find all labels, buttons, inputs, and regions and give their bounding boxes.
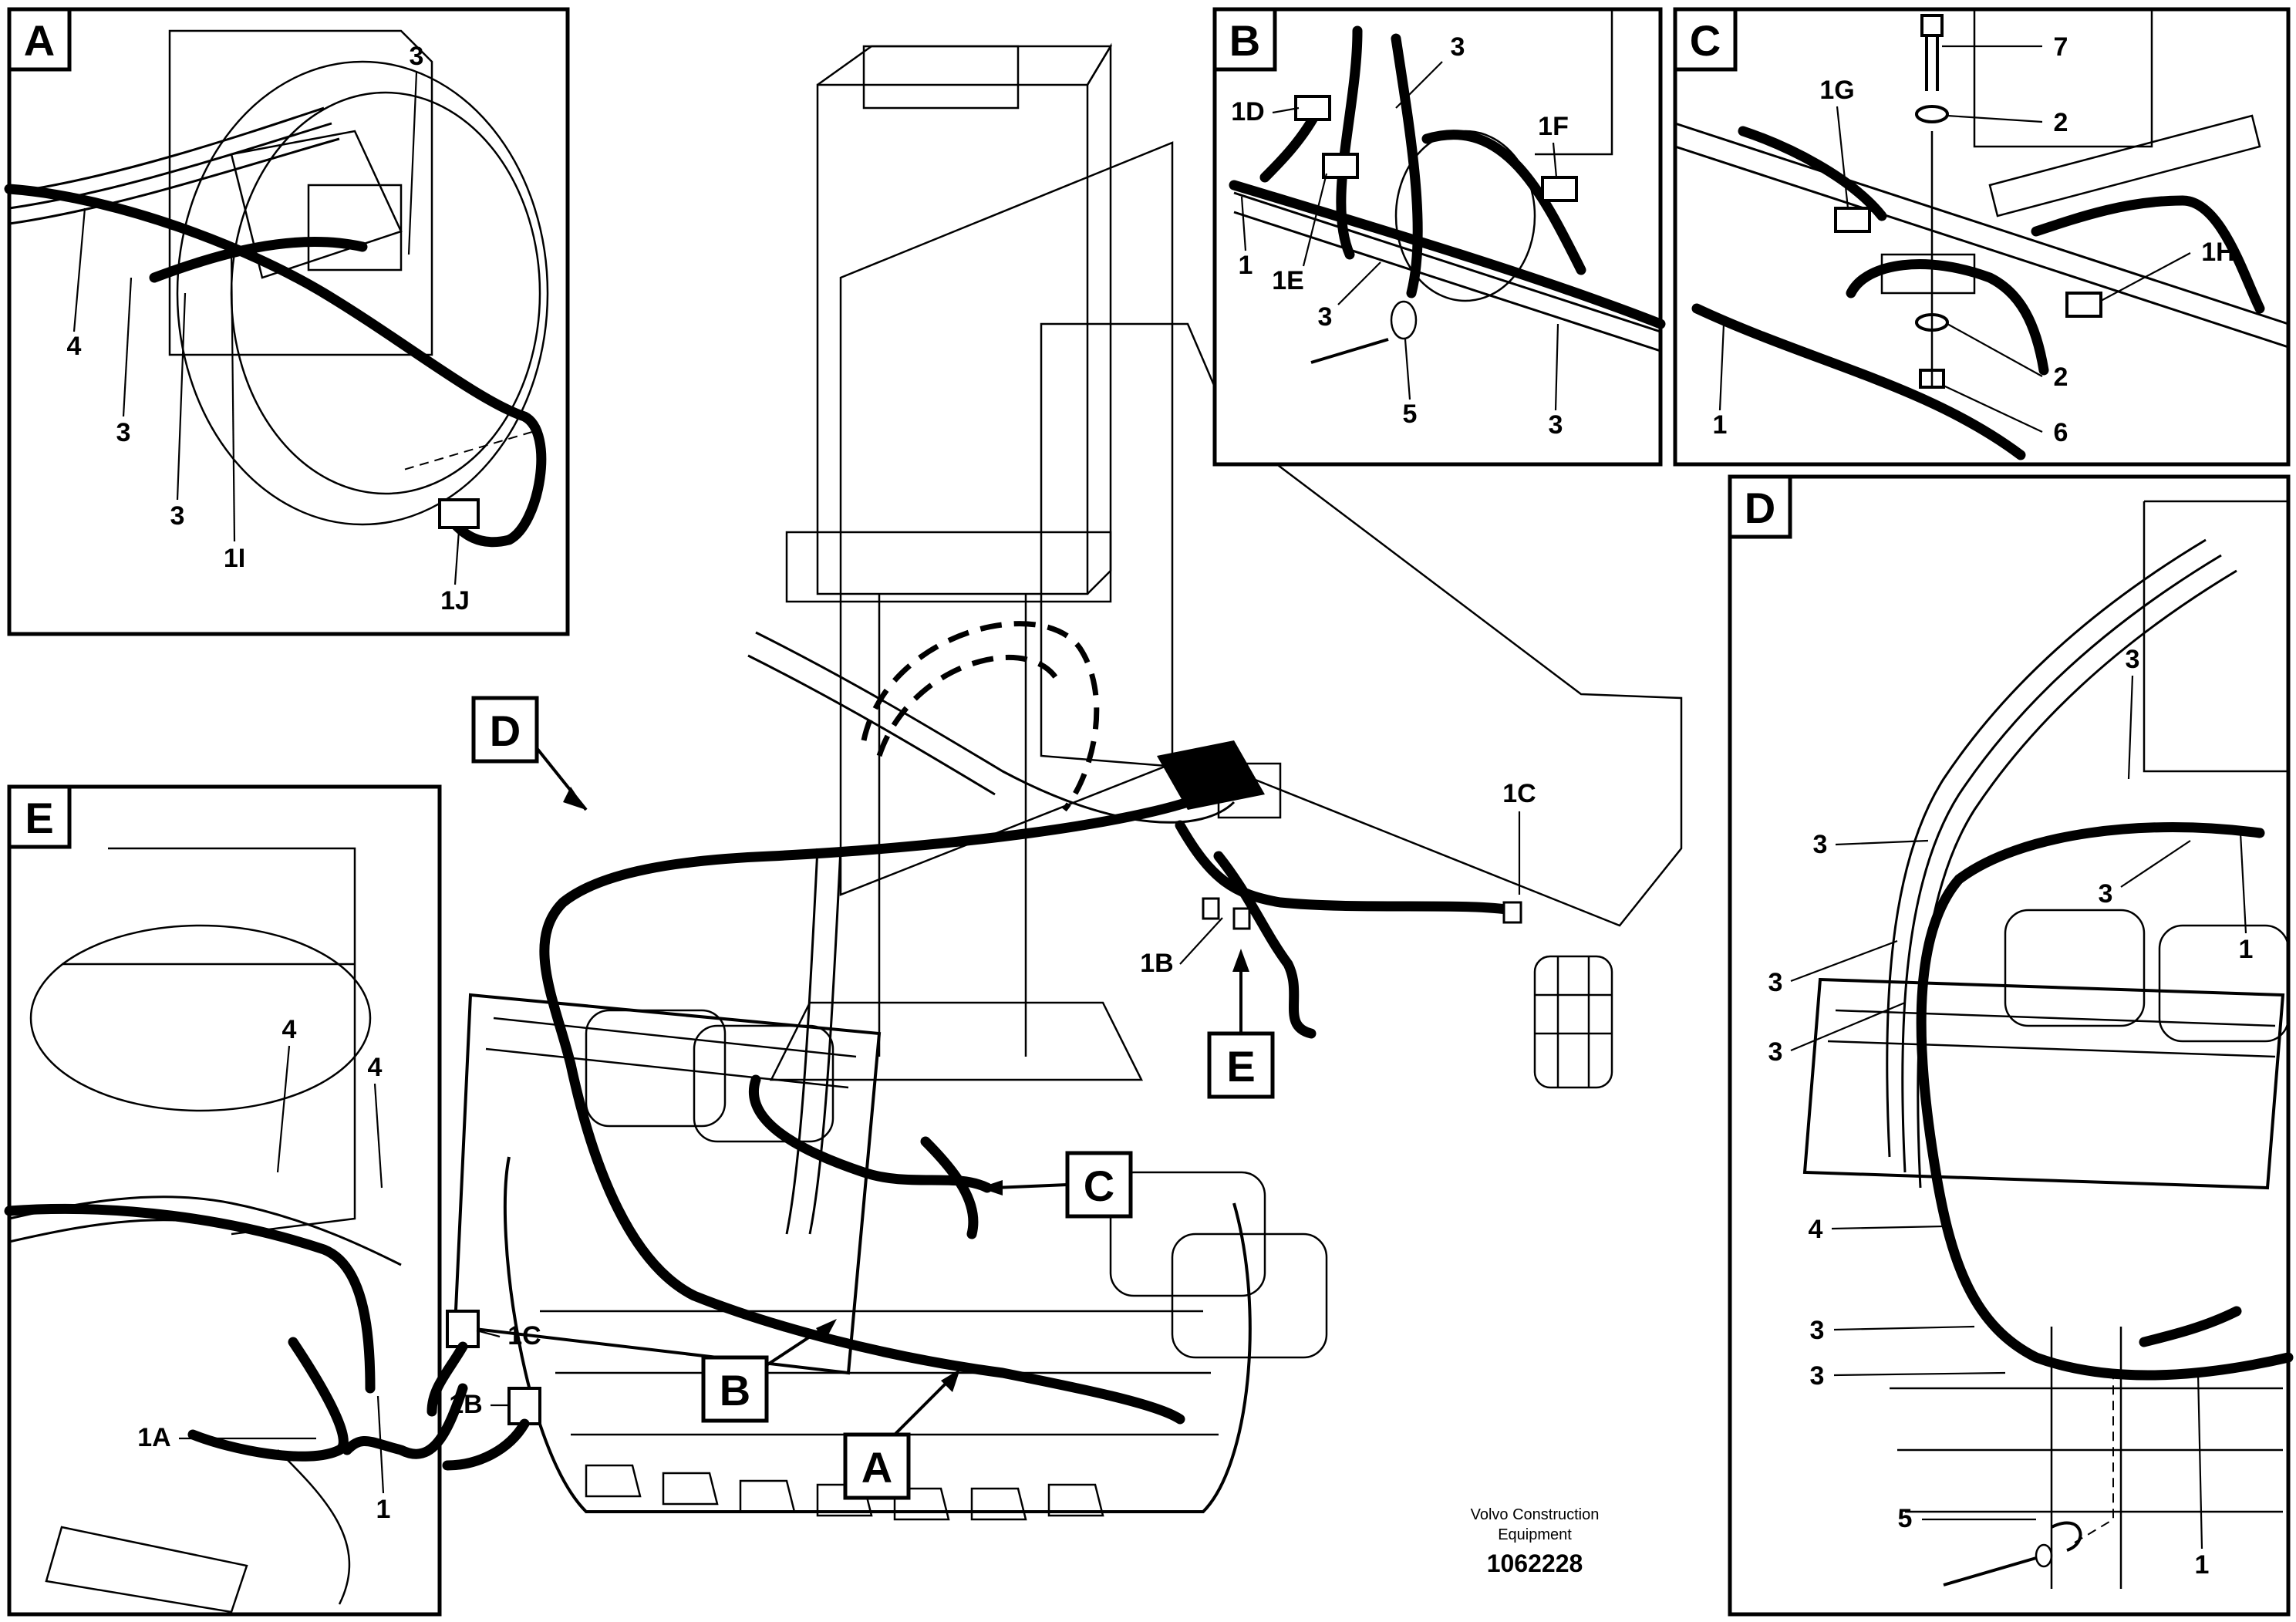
- part-label: C: [1084, 1162, 1114, 1210]
- part-label: 1E: [1272, 266, 1304, 295]
- part-label: 5: [1898, 1504, 1913, 1533]
- part-label: 1I: [224, 544, 245, 573]
- part-label: 7: [2054, 32, 2068, 62]
- part-label: 1: [2195, 1550, 2210, 1580]
- part-label: 1B: [1140, 949, 1173, 978]
- part-label: 5: [1403, 400, 1418, 429]
- part-label: A: [24, 16, 55, 65]
- part-label: 3: [116, 418, 131, 447]
- part-label: 4: [282, 1015, 297, 1044]
- part-label: 1: [376, 1495, 391, 1524]
- part-label: 2: [2054, 108, 2068, 137]
- part-label: 3: [1810, 1316, 1825, 1345]
- part-label: 1F: [1538, 112, 1569, 141]
- part-label: A: [861, 1443, 892, 1492]
- part-label: 1C: [1502, 779, 1536, 808]
- part-label: 1C: [507, 1321, 541, 1351]
- part-label: 3: [1451, 32, 1465, 62]
- part-label: 3: [170, 501, 185, 531]
- part-label: B: [720, 1366, 750, 1415]
- part-label: 4: [67, 332, 82, 361]
- part-label: 3: [1810, 1361, 1825, 1391]
- part-label: 6: [2054, 418, 2068, 447]
- overview-label-1C: 1C: [1502, 779, 1536, 895]
- publisher-credit: Volvo Construction Equipment 1062228: [1471, 1506, 1600, 1577]
- part-label: 3: [1318, 302, 1333, 332]
- callout-D: D: [471, 696, 588, 811]
- part-label: 1H: [2201, 238, 2234, 267]
- part-label: 3: [1549, 410, 1563, 440]
- part-label: 1B: [449, 1390, 482, 1419]
- callout-A: A: [843, 1369, 960, 1500]
- callout-B: B: [701, 1319, 837, 1423]
- part-label: E: [25, 794, 53, 842]
- detail-panel-E: E 4 4 1C 1B 1A 1: [4, 784, 541, 1617]
- detail-panel-C: C 7 1G 2 1H 2 1 6: [1673, 7, 2291, 467]
- part-label: 3: [1768, 1037, 1783, 1067]
- work-lamp: [1533, 955, 1613, 1089]
- part-label: 4: [368, 1053, 383, 1082]
- part-label: 1G: [1819, 76, 1854, 105]
- part-label: B: [1229, 16, 1260, 65]
- detail-panel-A: A 3 4 3 3 1I 1J: [4, 7, 570, 636]
- part-label: 3: [1813, 830, 1828, 859]
- part-label: 1: [1713, 410, 1728, 440]
- part-label: 2: [2054, 363, 2068, 392]
- part-label: 3: [1768, 968, 1783, 997]
- detail-panel-D: D 3 3 3 1 3 3 4 3 3 5: [1728, 474, 2294, 1617]
- callout-C: C: [979, 1151, 1133, 1219]
- part-label: D: [490, 706, 521, 755]
- part-label: 1: [2239, 935, 2254, 964]
- callout-E: E: [1207, 949, 1275, 1099]
- track-pads: [585, 1464, 1104, 1521]
- part-label: 3: [2099, 879, 2113, 909]
- part-label: D: [1745, 484, 1775, 532]
- part-label: 1J: [440, 586, 470, 615]
- part-label: 3: [410, 42, 424, 71]
- document-number: 1062228: [1487, 1549, 1583, 1577]
- part-label: Volvo Construction: [1471, 1506, 1600, 1523]
- part-label: 3: [2126, 645, 2140, 674]
- part-label: Equipment: [1498, 1526, 1572, 1543]
- part-label: 4: [1809, 1215, 1823, 1244]
- overview-label-1B: 1B: [1140, 917, 1223, 978]
- detail-panel-B: B 3 1D 1F 1 1E 3 5 3: [1212, 7, 1666, 467]
- part-label: 1A: [137, 1423, 170, 1452]
- part-label: C: [1690, 16, 1721, 65]
- part-label: 1: [1239, 251, 1253, 280]
- part-label: E: [1226, 1042, 1255, 1091]
- part-label: 1D: [1231, 97, 1264, 126]
